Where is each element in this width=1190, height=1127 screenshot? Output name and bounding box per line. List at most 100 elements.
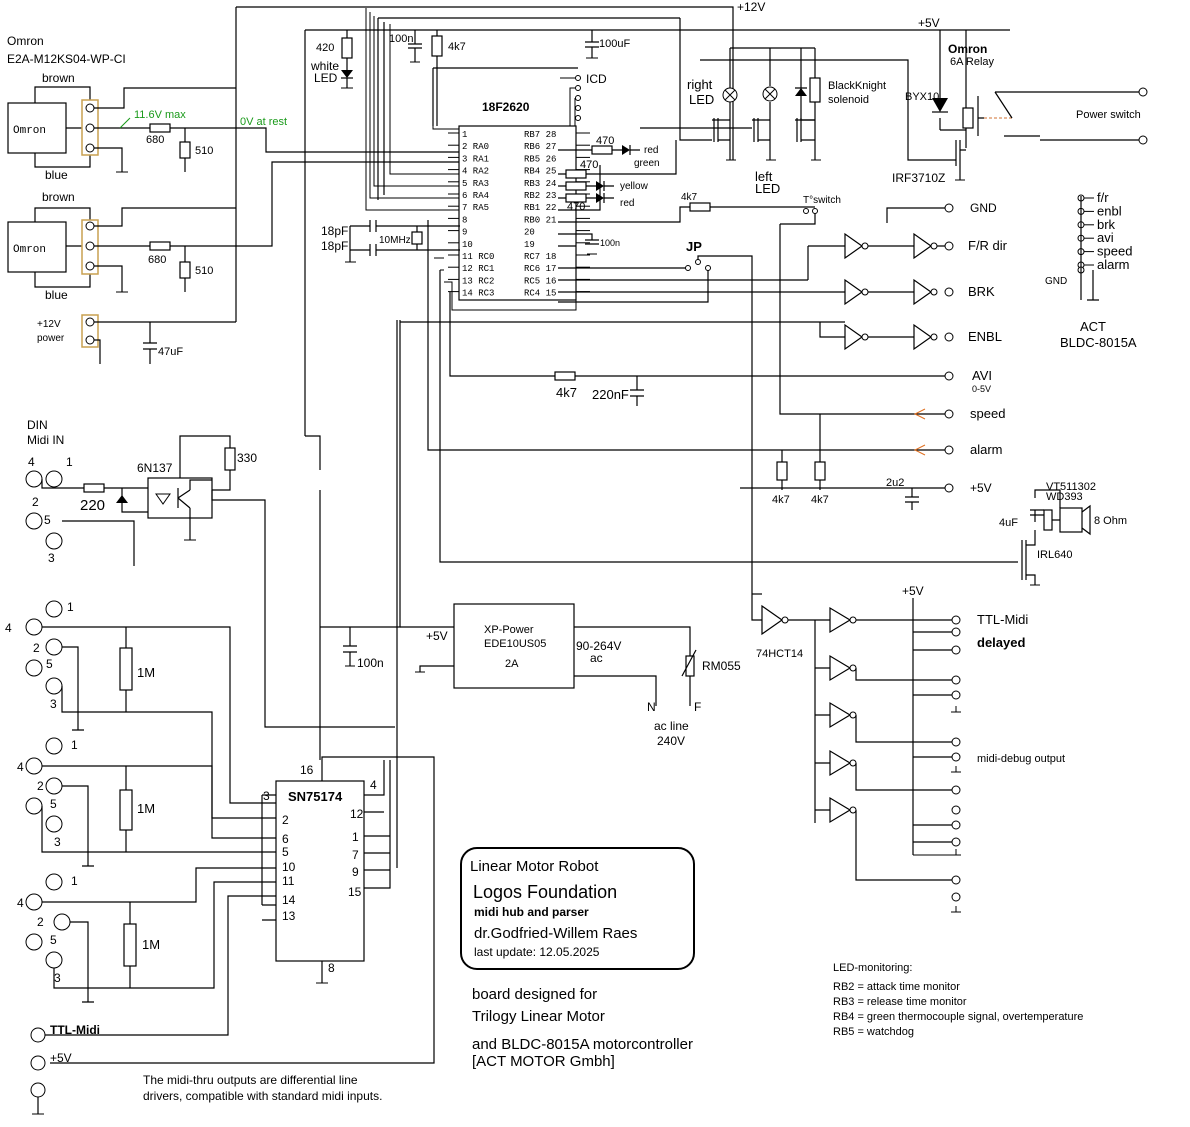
din2-pin2: 2 xyxy=(37,779,44,793)
midi-debug-label: midi-debug output xyxy=(977,753,1065,765)
midi-in-pin3: 3 xyxy=(48,551,55,565)
r1m-3: 1M xyxy=(142,937,160,952)
power-label-1: +12V xyxy=(37,319,61,330)
title-line-4: dr.Godfried-Willem Raes xyxy=(474,925,637,942)
output-pin xyxy=(951,805,961,815)
cap-2u2: 2u2 xyxy=(886,477,904,489)
audio-cap: 4uF xyxy=(999,517,1018,529)
psu-ac-2: ac xyxy=(590,651,603,665)
optocoupler-label: 6N137 xyxy=(137,461,173,475)
act-alarm: alarm xyxy=(970,442,1003,457)
mcu-left-pin: 10 xyxy=(462,240,473,250)
output-drivers: right LED left LED BlackKnight solenoid … xyxy=(640,18,1148,196)
din3-pin2: 2 xyxy=(37,915,44,929)
output-pin xyxy=(951,627,961,637)
buffer-74hct14: 74HCT14 +5V TTL-Midi delayed midi-debug … xyxy=(751,584,1065,913)
mcu-left-pin: 3 RA1 xyxy=(462,154,489,164)
midi-in-r330: 330 xyxy=(237,451,257,465)
thru-pin8: 8 xyxy=(328,961,335,975)
din2-pin4: 4 xyxy=(17,760,24,774)
output-pin xyxy=(951,820,961,830)
relay-label-1: Omron xyxy=(948,42,987,56)
thru-pin11: 11 xyxy=(282,874,295,888)
mcu-left-pin: 11 RC0 xyxy=(462,252,494,262)
crystal-cap-2: 18pF xyxy=(321,239,348,253)
din3-pin4: 4 xyxy=(17,896,24,910)
white-led-label-2: LED xyxy=(314,71,338,85)
speaker-ohm: 8 Ohm xyxy=(1094,515,1127,527)
midi-in-title-2: Midi IN xyxy=(27,433,64,447)
din2-pin1: 1 xyxy=(71,738,78,752)
rest-note: 0V at rest xyxy=(240,116,287,128)
audio-part-2: WD393 xyxy=(1046,491,1083,503)
avi-r4k7: 4k7 xyxy=(556,385,577,400)
sensor2-box-label: Omron xyxy=(13,244,46,256)
led-monitoring: LED-monitoring: RB2 = attack time monito… xyxy=(833,962,1083,1038)
thru-pin15: 15 xyxy=(348,885,362,899)
mcu-right-pin: RB2 23 xyxy=(524,191,556,201)
r4k7-rb1: 4k7 xyxy=(681,192,698,203)
sensor-model: E2A-M12KS04-WP-CI xyxy=(7,52,126,66)
ac-line-1: ac line xyxy=(654,719,689,733)
psu-ac-1: 90-264V xyxy=(576,639,621,653)
solenoid-2: solenoid xyxy=(828,94,869,106)
sensor2-blue: blue xyxy=(45,288,68,302)
din1-pin4: 4 xyxy=(5,621,12,635)
audio-part-1: VT511302 xyxy=(1046,481,1096,493)
cap-47uf: 47uF xyxy=(158,346,183,358)
output-pin xyxy=(951,690,961,700)
thru-pin7: 7 xyxy=(352,848,359,862)
r680-1: 680 xyxy=(146,134,164,146)
led-mon-title: LED-monitoring: xyxy=(833,962,912,974)
design-line-2: Trilogy Linear Motor xyxy=(472,1008,605,1025)
thru-pin9: 9 xyxy=(352,865,359,879)
led-mon-rb5: RB5 = watchdog xyxy=(833,1026,914,1038)
led-mon-rb4: RB4 = green thermocouple signal, overtem… xyxy=(833,1011,1083,1023)
mcu-left-pin: 5 RA3 xyxy=(462,179,489,189)
title-line-1: Linear Motor Robot xyxy=(470,858,599,875)
thru-pin14: 14 xyxy=(282,893,296,907)
design-line-3: and BLDC-8015A motorcontroller xyxy=(472,1036,693,1053)
power-label-2: power xyxy=(37,333,65,344)
output-pin xyxy=(951,837,961,847)
avi-c220nf: 220nF xyxy=(592,387,629,402)
din3-pin3: 3 xyxy=(54,971,61,985)
output-pin xyxy=(951,645,961,655)
left-led-1: left xyxy=(755,169,773,184)
act-title-2: BLDC-8015A xyxy=(1060,335,1137,350)
led-green: green xyxy=(634,158,660,169)
relay-label-2: 6A Relay xyxy=(950,56,995,68)
temp-switch-label: T°switch xyxy=(803,195,841,206)
mcu-left-pin: 6 RA4 xyxy=(462,191,489,201)
temp-switch: T°switch xyxy=(780,195,841,225)
white-led: 420 white LED xyxy=(310,30,353,89)
r510-1: 510 xyxy=(195,145,213,157)
din2-pin5: 5 xyxy=(50,797,57,811)
thru-pin16: 16 xyxy=(300,763,314,777)
din3-pin5: 5 xyxy=(50,933,57,947)
c100uf: 100uF xyxy=(599,38,630,50)
right-led-1: right xyxy=(687,77,713,92)
r680-2: 680 xyxy=(148,254,166,266)
din1-pin2: 2 xyxy=(33,641,40,655)
mcu-left-pin: 1 xyxy=(462,130,467,140)
buffer-plus5: +5V xyxy=(902,584,924,598)
omron-sensors: Omron E2A-M12KS04-WP-CI brown Omron 680 … xyxy=(7,34,460,302)
plus12-label: +12V xyxy=(737,0,765,14)
title-line-2: Logos Foundation xyxy=(473,882,617,902)
act-conn-pin-label: brk xyxy=(1097,217,1116,232)
design-line-4: [ACT MOTOR Gmbh] xyxy=(472,1053,615,1070)
thru-ic-label: SN75174 xyxy=(288,789,343,804)
diode-label: BYX10 xyxy=(905,91,939,103)
sensor2-brown: brown xyxy=(42,190,75,204)
midi-in-pin2: 2 xyxy=(32,495,39,509)
r510-2: 510 xyxy=(195,265,213,277)
mcu-left-pin: 2 RA0 xyxy=(462,142,489,152)
r1m-1: 1M xyxy=(137,665,155,680)
midi-in-title-1: DIN xyxy=(27,418,48,432)
